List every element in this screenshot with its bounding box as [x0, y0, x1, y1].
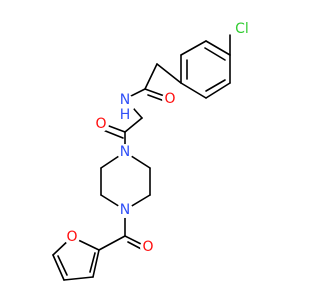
atom-amide-oxygen: O	[162, 91, 178, 107]
bond	[98, 235, 126, 251]
bond	[124, 117, 143, 133]
atom-piperazine-n1: N	[117, 144, 133, 160]
bond	[205, 82, 231, 99]
bond	[180, 82, 207, 99]
bond	[63, 276, 94, 281]
bond	[205, 79, 226, 92]
chlorine-label: Cl	[235, 21, 249, 37]
bond	[144, 63, 158, 90]
bond	[204, 47, 226, 61]
atom-piperazine-n2: N	[117, 202, 133, 218]
atom-layer: Cl N H O O N N O O	[64, 19, 252, 255]
carbonyl-oxygen-label: O	[142, 239, 153, 255]
amide-nitrogen-label: N	[120, 92, 130, 108]
molecule-structure: Cl N H O O N N O O	[52, 19, 252, 281]
bond	[57, 255, 68, 276]
piperazine-n2-label: N	[120, 202, 130, 218]
amide-hydrogen-label: H	[120, 107, 131, 123]
atom-chlorine: Cl	[232, 19, 252, 39]
bond	[89, 252, 96, 273]
bond	[52, 254, 65, 281]
atom-ketone-oxygen: O	[93, 116, 109, 132]
furan-oxygen-label: O	[66, 229, 77, 245]
atom-carbonyl-oxygen: O	[140, 239, 156, 255]
bond	[102, 129, 124, 139]
atom-furan-oxygen: O	[64, 229, 80, 245]
ketone-oxygen-label: O	[95, 116, 106, 132]
bond	[205, 40, 231, 56]
bond	[180, 40, 207, 56]
bond	[156, 63, 182, 84]
piperazine-n1-label: N	[120, 144, 130, 160]
amide-oxygen-label: O	[164, 91, 175, 107]
bond	[92, 249, 100, 278]
atom-amide-nitrogen: N H	[115, 92, 135, 123]
